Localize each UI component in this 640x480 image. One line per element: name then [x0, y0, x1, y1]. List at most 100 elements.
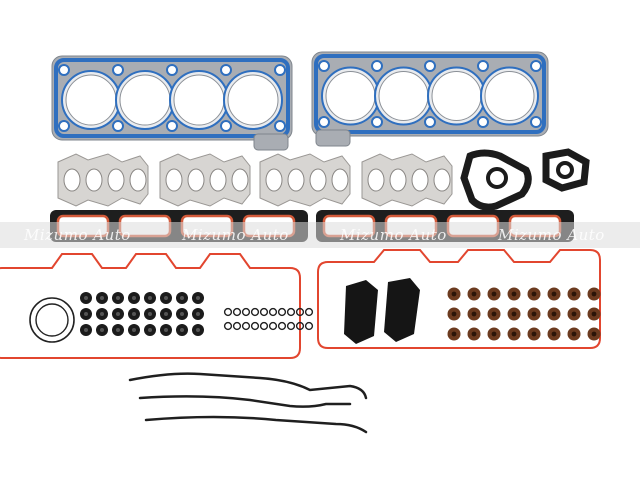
seal-center: [132, 328, 136, 332]
seal-center: [471, 311, 477, 317]
seal-center: [180, 328, 184, 332]
valve-cover-gaskets: [0, 249, 601, 359]
cylinder-bore: [173, 74, 225, 126]
seal-center: [164, 296, 168, 300]
small-oring: [241, 321, 251, 331]
watermark-band: [0, 222, 640, 248]
seal-center: [571, 291, 577, 297]
head-gasket: [311, 51, 549, 147]
bolt-hole: [58, 64, 70, 76]
bolt-hole: [371, 60, 383, 72]
exhaust-manifold-gaskets: [57, 153, 453, 207]
exhaust-gasket-plate: [159, 153, 251, 207]
seal-center: [451, 331, 457, 337]
seal-center: [551, 311, 557, 317]
exhaust-port: [85, 168, 103, 192]
seal-center: [116, 328, 120, 332]
seal-center: [196, 312, 200, 316]
gasket-hole: [486, 167, 508, 189]
valve-stem-seals: [29, 278, 601, 344]
seal-center: [196, 328, 200, 332]
large-oring: [29, 297, 75, 343]
exhaust-port: [187, 168, 205, 192]
bolt-hole: [477, 60, 489, 72]
timing-cover-gasket: [144, 415, 368, 434]
small-oring: [223, 321, 233, 331]
small-oring: [241, 307, 251, 317]
exhaust-port: [231, 168, 249, 192]
thermostat-gasket: [542, 148, 590, 192]
watermark-text: Mizumo Auto: [24, 226, 131, 244]
watermark-text: Mizumo Auto: [498, 226, 605, 244]
valve-cover-gasket-left: [0, 253, 301, 359]
small-gasket: [460, 149, 532, 211]
timing-cover-gaskets: [128, 372, 368, 434]
seal-center: [164, 312, 168, 316]
small-oring: [250, 321, 260, 331]
bolt-hole: [530, 116, 542, 128]
seal-center: [551, 331, 557, 337]
seal-center: [148, 328, 152, 332]
exhaust-port: [433, 168, 451, 192]
seal-center: [180, 312, 184, 316]
seal-center: [531, 291, 537, 297]
exhaust-port: [287, 168, 305, 192]
exhaust-gasket-plate: [259, 153, 351, 207]
seal-center: [591, 291, 597, 297]
cylinder-bore: [65, 74, 117, 126]
seal-center: [571, 311, 577, 317]
bolt-hole: [112, 120, 124, 132]
seal-center: [84, 312, 88, 316]
seal-center: [84, 296, 88, 300]
head-gaskets: [51, 51, 549, 151]
exhaust-port: [367, 168, 385, 192]
exhaust-gasket-plate: [57, 153, 149, 207]
small-oring: [304, 307, 314, 317]
seal-center: [132, 296, 136, 300]
exhaust-port: [209, 168, 227, 192]
small-oring: [286, 307, 296, 317]
small-oring: [232, 307, 242, 317]
bolt-hole: [424, 60, 436, 72]
small-oring: [304, 321, 314, 331]
seal-center: [591, 331, 597, 337]
small-oring: [268, 321, 278, 331]
watermark-text: Mizumo Auto: [182, 226, 289, 244]
exhaust-port: [165, 168, 183, 192]
small-gaskets: [460, 148, 590, 211]
head-gasket-tab: [315, 129, 351, 147]
bolt-hole: [166, 64, 178, 76]
exhaust-port: [265, 168, 283, 192]
exhaust-port: [129, 168, 147, 192]
valve-cover-gasket-right: [317, 249, 601, 349]
seal-center: [591, 311, 597, 317]
large-oring: [35, 303, 69, 337]
head-gasket-tab: [253, 133, 289, 151]
seal-center: [84, 328, 88, 332]
bolt-hole: [318, 116, 330, 128]
cylinder-bore: [378, 71, 429, 121]
seal-center: [571, 331, 577, 337]
seal-center: [196, 296, 200, 300]
bolt-hole: [530, 60, 542, 72]
exhaust-port: [389, 168, 407, 192]
cylinder-bore: [325, 71, 376, 121]
seal-center: [100, 296, 104, 300]
seal-center: [511, 311, 517, 317]
small-oring: [295, 307, 305, 317]
seal-center: [491, 291, 497, 297]
cylinder-bore: [431, 71, 482, 121]
bolt-hole: [112, 64, 124, 76]
seal-center: [116, 296, 120, 300]
cylinder-bore: [484, 71, 535, 121]
bolt-hole: [274, 120, 286, 132]
head-gasket-blue-border: [54, 58, 290, 138]
small-oring: [286, 321, 296, 331]
timing-cover-gasket: [128, 372, 368, 400]
bolt-hole: [220, 120, 232, 132]
small-oring: [259, 307, 269, 317]
small-oring: [277, 307, 287, 317]
seal-center: [531, 331, 537, 337]
exhaust-port: [63, 168, 81, 192]
small-oring: [232, 321, 242, 331]
